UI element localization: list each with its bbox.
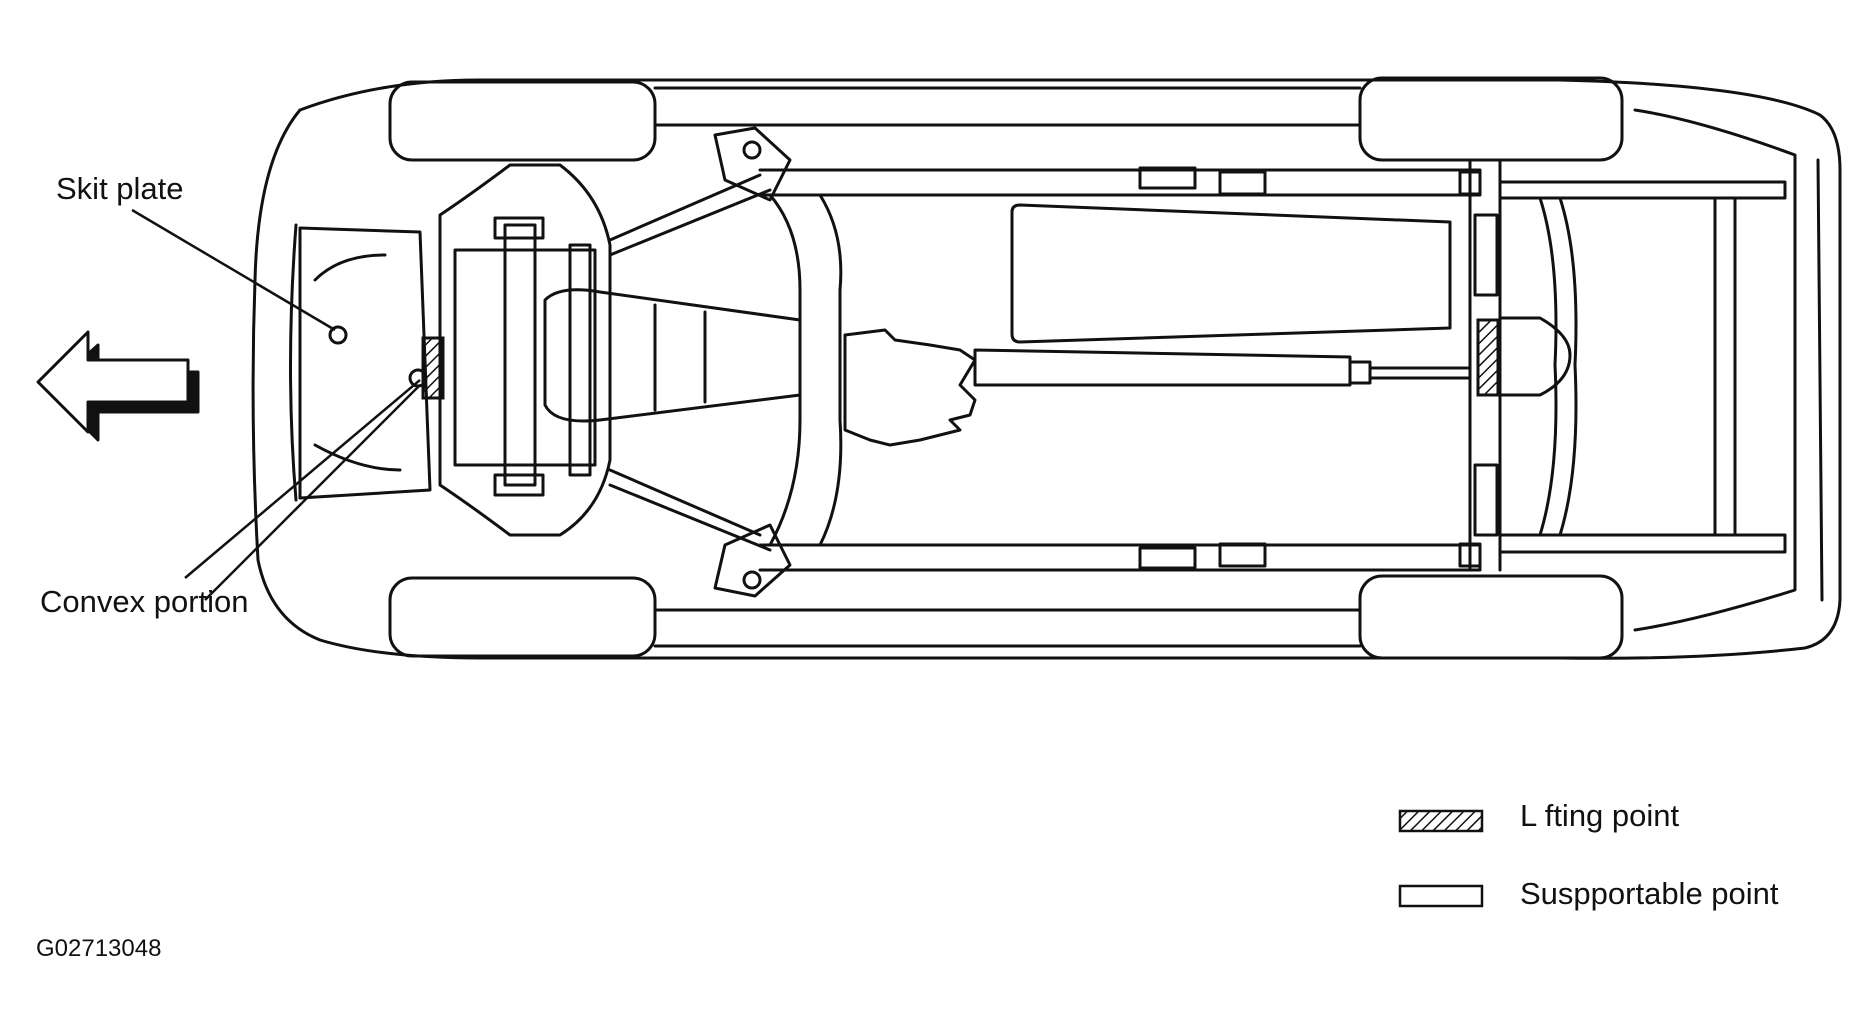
front-right-wheel <box>388 576 657 658</box>
rocker-rail-top <box>653 86 1362 127</box>
front-subframe-inner <box>453 248 597 467</box>
driveshaft-joint <box>1348 360 1472 385</box>
rear-rail-bottom <box>1498 533 1787 554</box>
differential <box>1498 316 1572 397</box>
transmission <box>543 288 802 423</box>
left-arrow-icon <box>36 330 200 442</box>
legend-supportable-label: Suspportable point <box>1520 876 1779 911</box>
convex-portion-leader-2 <box>204 384 421 601</box>
rear-left-wheel <box>1358 76 1624 162</box>
rail-pad-top-1 <box>1138 166 1197 190</box>
upper-control-arm <box>608 173 772 257</box>
rocker-rail-bottom <box>653 608 1362 648</box>
front-left-wheel <box>388 80 657 162</box>
legend-lifting-swatch <box>1398 809 1484 833</box>
front-axle-end-bottom <box>493 473 545 497</box>
rear-axle-block-top <box>1473 213 1499 297</box>
driveshaft <box>973 348 1352 387</box>
skid-plate <box>298 226 432 500</box>
skit-plate-label: Skit plate <box>56 171 184 206</box>
exhaust-shape <box>843 328 977 447</box>
lower-bracket <box>713 523 792 598</box>
frame-bend-left-2 <box>818 193 843 547</box>
fuel-tank <box>1010 203 1452 344</box>
lower-bracket-hole <box>742 570 762 590</box>
lifting-point-front <box>421 336 445 400</box>
rail-pad-top-2 <box>1218 170 1267 196</box>
transmission-section <box>653 303 707 412</box>
rear-spring-right <box>1713 196 1737 537</box>
skid-plate-bolt <box>328 325 348 345</box>
front-axle-bar-2 <box>568 243 592 477</box>
upper-bracket <box>713 126 792 202</box>
body-outline <box>251 78 1842 660</box>
rear-bumper <box>1633 108 1797 632</box>
frame-rail-top <box>758 168 1482 197</box>
lower-control-arm <box>608 468 772 552</box>
front-axle-end-top <box>493 216 545 240</box>
frame-bend-left <box>768 193 802 547</box>
frame-rail-bottom <box>758 543 1482 572</box>
legend-lifting-label: L fting point <box>1520 798 1680 833</box>
figure-code: G02713048 <box>36 935 162 962</box>
rear-right-wheel <box>1358 574 1624 660</box>
front-bumper-line <box>289 223 298 502</box>
rear-body-line <box>1816 158 1824 602</box>
rear-spring-left <box>1538 196 1578 537</box>
rear-rail-top <box>1498 180 1787 200</box>
skit-plate-leader <box>131 208 336 332</box>
rail-pad-bottom-1 <box>1138 546 1197 570</box>
lifting-point-rear <box>1476 318 1500 397</box>
legend-supportable-swatch <box>1398 884 1484 908</box>
rail-pad-bottom-2 <box>1218 542 1267 568</box>
front-axle-bar <box>503 223 537 487</box>
convex-portion-leader <box>184 379 421 579</box>
convex-portion-label: Convex portion <box>40 584 249 619</box>
rear-axle-block-bottom <box>1473 463 1499 537</box>
skid-plate-detail <box>313 253 402 472</box>
upper-bracket-hole <box>742 140 762 160</box>
front-subframe <box>438 163 612 537</box>
